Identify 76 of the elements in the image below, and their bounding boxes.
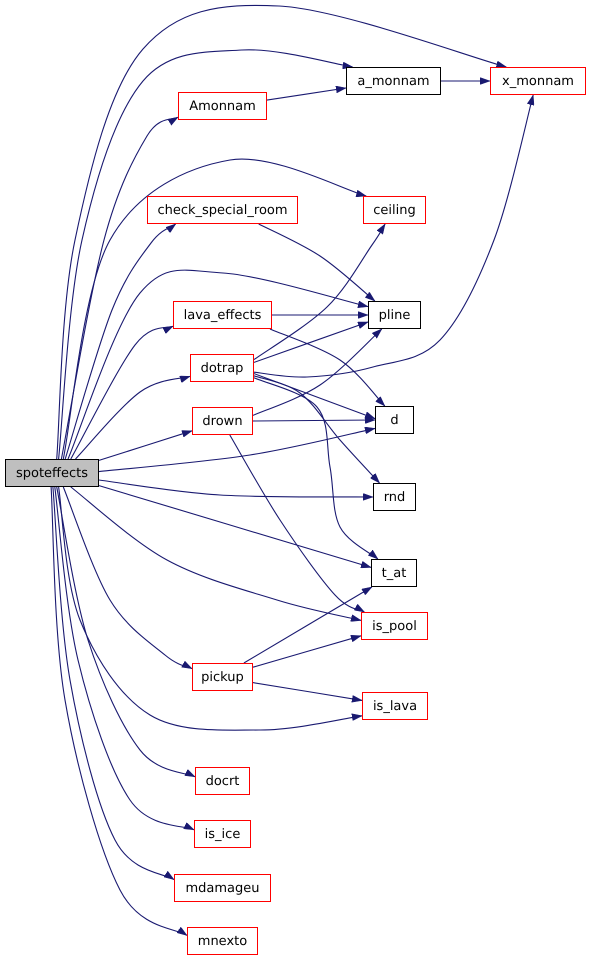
call-arrow <box>270 328 386 406</box>
function-name: a_monnam <box>357 74 430 88</box>
call-arrow <box>62 486 192 670</box>
function-box <box>363 196 426 224</box>
call-arrow <box>50 486 188 936</box>
call-arrow <box>244 586 372 664</box>
call-arrow <box>266 86 346 101</box>
call-arrow <box>98 426 376 472</box>
call-arrow <box>254 321 368 363</box>
function-box <box>192 663 253 691</box>
call-arrow <box>70 326 174 460</box>
function-name: Amonnam <box>189 98 256 114</box>
function-box <box>346 67 441 95</box>
function-box <box>361 612 428 640</box>
call-arrow <box>441 77 490 85</box>
call-arrow <box>70 486 362 622</box>
call-arrow <box>62 158 366 460</box>
function-name: is_ice <box>204 826 240 842</box>
call-arrow <box>252 682 362 702</box>
function-name: mnexto <box>198 934 248 948</box>
function-name: mdamageu <box>185 880 260 896</box>
call-arrow <box>98 479 374 501</box>
call-arrow <box>54 486 194 830</box>
call-arrow <box>252 328 382 416</box>
call-arrow <box>254 375 380 484</box>
function-box <box>194 820 251 848</box>
call-arrow <box>52 486 174 880</box>
function-name: spoteffects <box>16 466 88 480</box>
function-name: rnd <box>384 490 406 504</box>
function-box <box>362 692 428 720</box>
function-box <box>190 354 254 382</box>
call-arrow <box>258 224 376 302</box>
function-box <box>490 67 586 95</box>
call-arrow <box>58 49 353 460</box>
function-name: d <box>390 412 399 428</box>
function-name: check_special_room <box>157 202 288 218</box>
function-box <box>187 927 258 955</box>
function-name: pline <box>378 308 410 322</box>
call-arrow <box>254 94 534 378</box>
function-box <box>375 406 414 434</box>
call-arrow <box>98 485 372 568</box>
function-box <box>371 559 417 587</box>
function-name: dotrap <box>200 360 244 376</box>
call-arrow <box>68 270 368 460</box>
function-box <box>178 92 267 120</box>
call-arrow <box>272 311 368 319</box>
function-box <box>147 196 298 224</box>
call-arrow <box>98 430 192 461</box>
call-arrow <box>254 373 376 420</box>
function-box <box>195 767 250 795</box>
call-arrow <box>60 116 178 460</box>
call-arrow <box>229 434 365 612</box>
call-arrow <box>254 224 386 360</box>
function-name: docrt <box>206 774 240 788</box>
function-name: t_at <box>382 566 406 580</box>
function-box <box>173 301 272 329</box>
function-name: drown <box>202 414 243 428</box>
function-box <box>174 874 271 902</box>
call-arrow <box>252 634 362 668</box>
call-arrow <box>254 377 378 560</box>
function-name: is_lava <box>372 698 418 714</box>
call-arrow <box>56 4 507 460</box>
function-box <box>192 407 253 435</box>
function-name: x_monnam <box>502 74 574 88</box>
call-arrow <box>56 486 196 778</box>
function-box <box>5 459 99 487</box>
function-box <box>373 483 416 511</box>
call-arrow <box>75 375 190 460</box>
function-name: is_pool <box>372 618 417 634</box>
function-name: lava_effects <box>184 308 262 322</box>
call-arrow <box>64 224 176 460</box>
call-arrow <box>58 486 362 731</box>
call-arrow <box>253 416 376 424</box>
function-name: pickup <box>201 670 244 684</box>
function-name: ceiling <box>373 202 416 218</box>
function-box <box>368 301 421 329</box>
